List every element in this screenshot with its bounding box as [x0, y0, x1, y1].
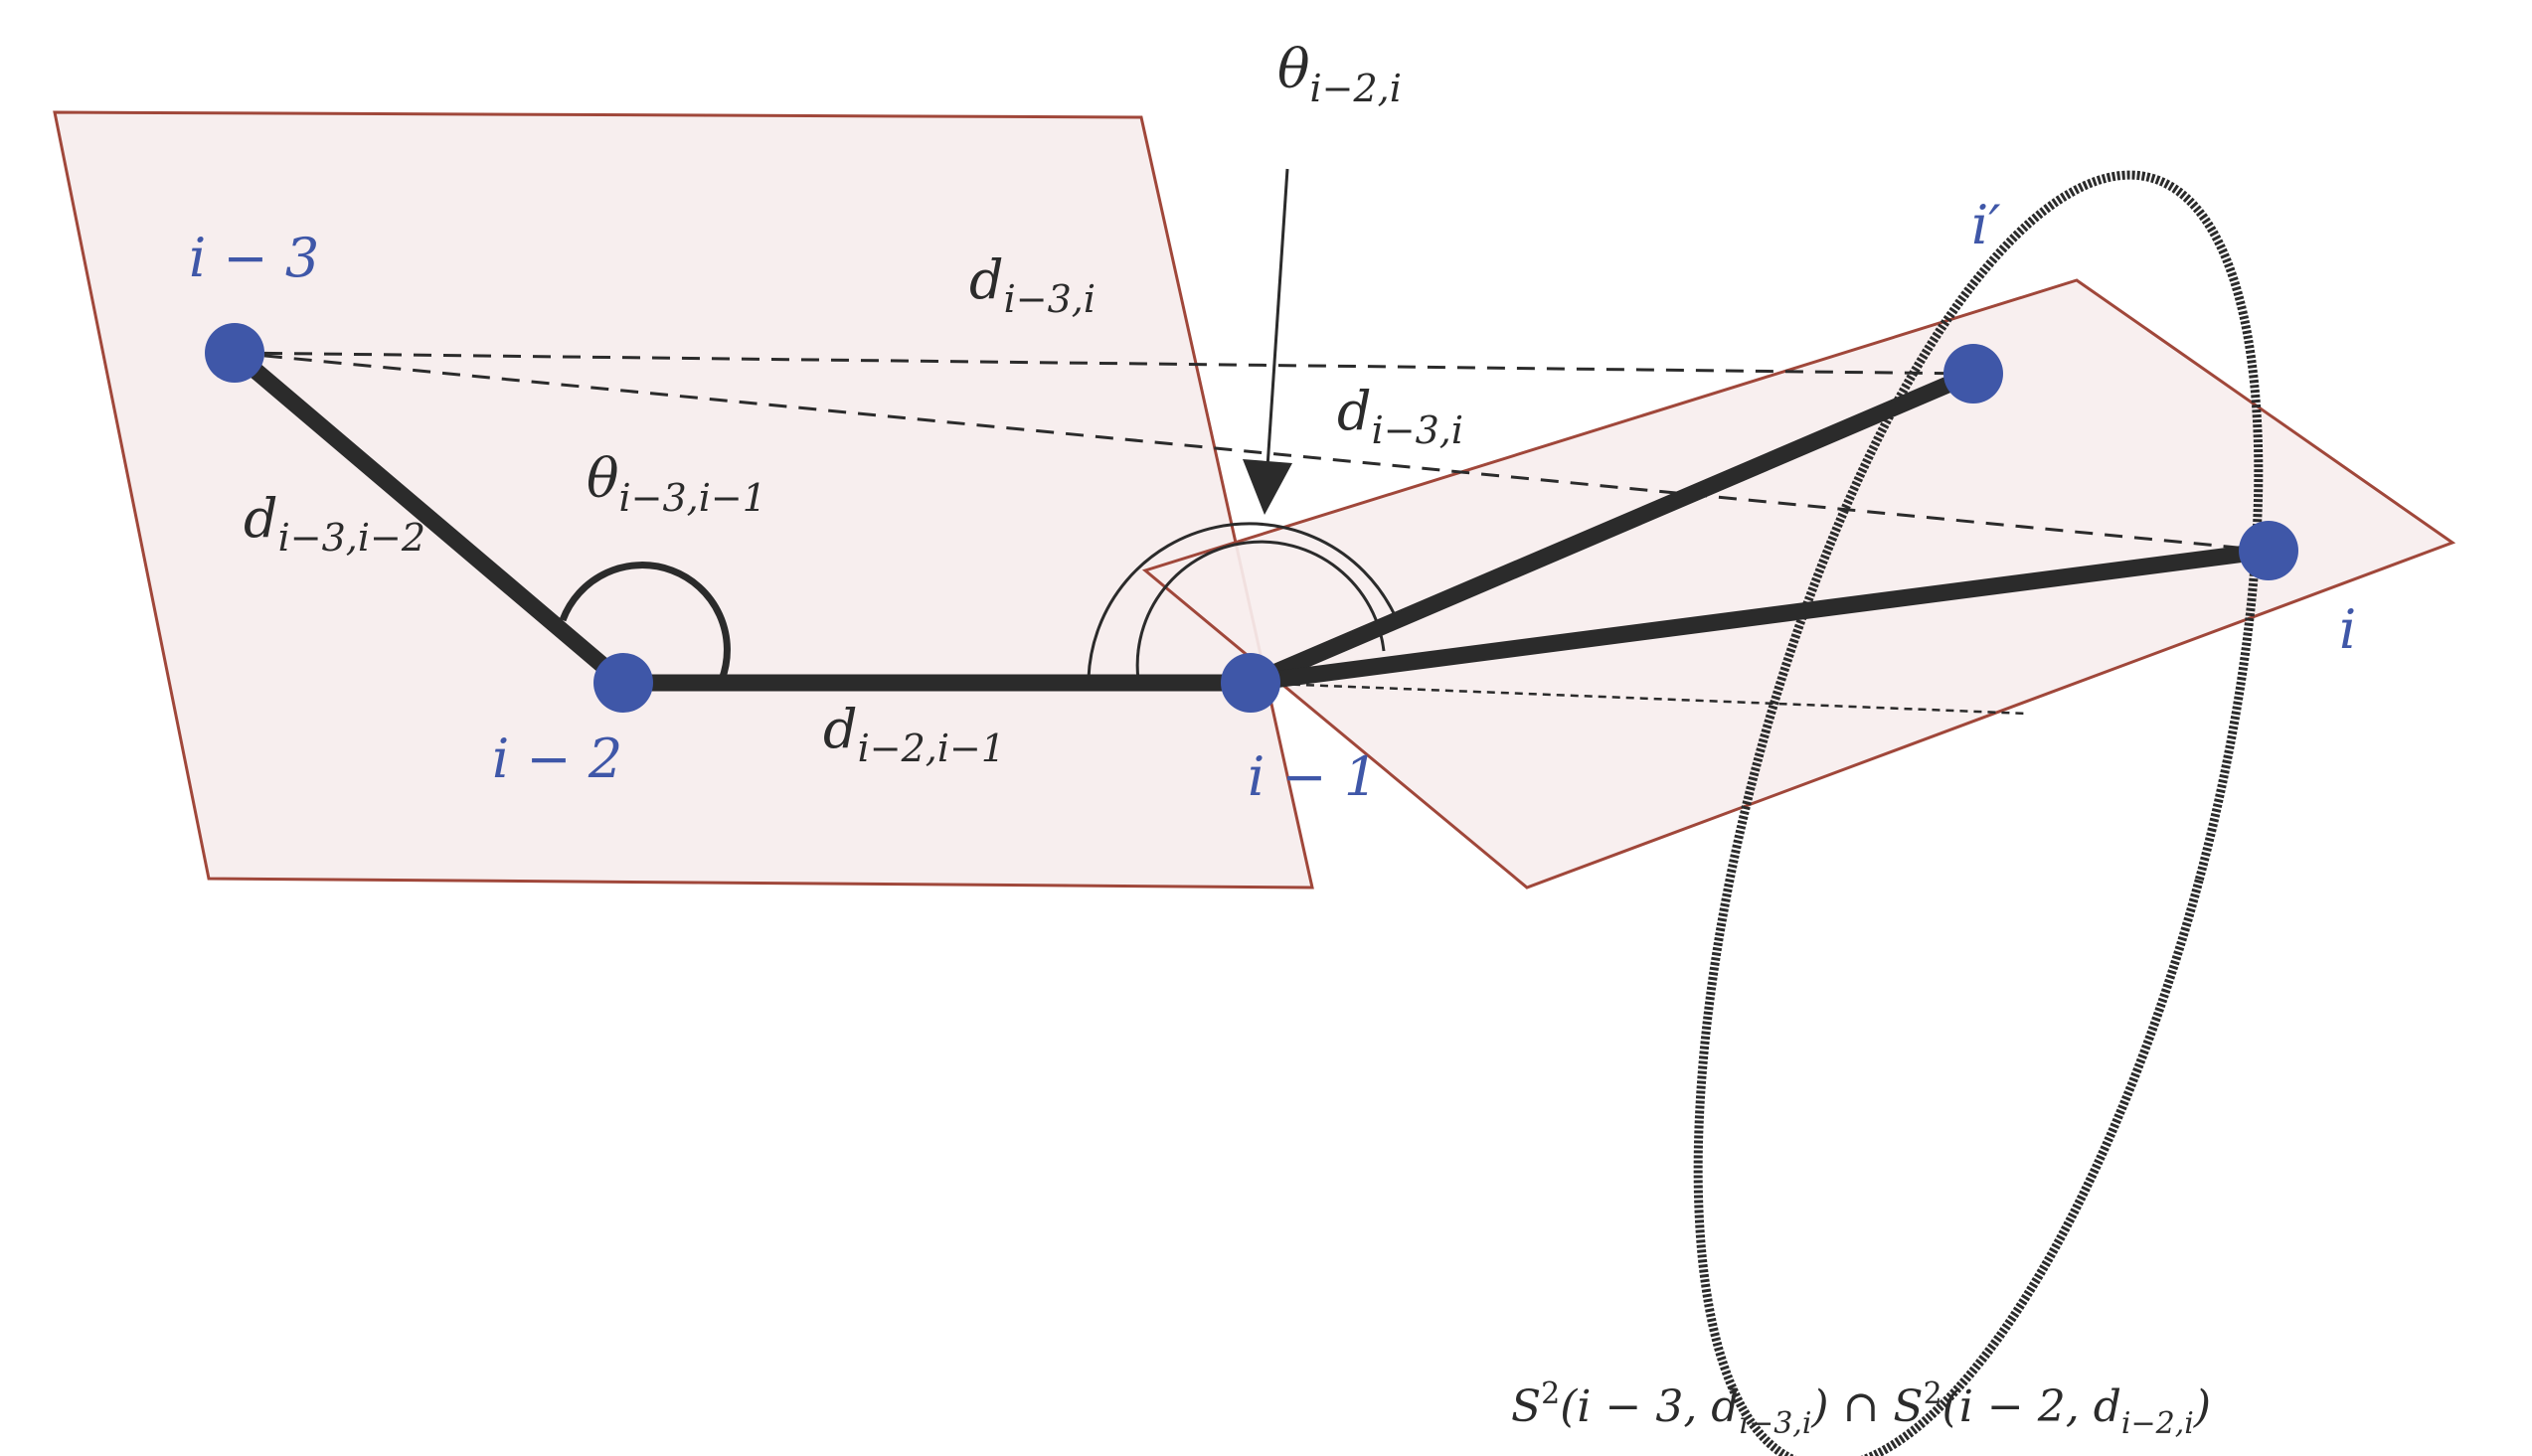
node-i-minus-1 [1221, 653, 1280, 713]
theta-arrow-head [1243, 459, 1292, 515]
angle-arc-theta-i3-i1 [559, 562, 731, 682]
theta-arrow-shaft [1266, 168, 1289, 468]
node-i-prime [1943, 344, 2003, 404]
label-i-minus-3: i − 3 [189, 227, 319, 289]
bond-i1-i [1249, 542, 2271, 692]
intersection-circle [1693, 170, 2264, 1456]
label-d-i3-i-mid: di−3,i [1337, 380, 1463, 452]
label-i-prime: i′ [1971, 194, 2001, 256]
node-i [2239, 521, 2298, 580]
label-i-minus-1: i − 1 [1248, 745, 1378, 808]
label-i: i [2339, 598, 2356, 661]
bond-i1-iprime [1247, 366, 1977, 691]
label-theta-i2-i: θi−2,i [1277, 38, 1402, 110]
label-theta-i3-i1: θi−3,i−1 [587, 447, 766, 520]
bond-i3-i2 [229, 346, 629, 690]
label-sphere-intersection: S2(i − 3, di−3,i) ∩ S2(i − 2, di−2,i) [1511, 1376, 2211, 1441]
right-plane [1141, 278, 2456, 890]
label-d-i2-i1: di−2,i−1 [823, 698, 1005, 770]
label-i-minus-2: i − 2 [492, 728, 622, 790]
left-plane [53, 110, 1314, 890]
node-i-minus-2 [593, 653, 653, 713]
node-i-minus-3 [205, 323, 264, 383]
dotted-extension-line [1250, 681, 2029, 716]
dashed-line-i3-to-i [234, 351, 2270, 553]
label-d-i3-i-top: di−3,i [969, 248, 1096, 321]
dashed-line-i3-to-iprime [234, 351, 1974, 376]
label-d-i3-i2: di−3,i−2 [244, 487, 425, 560]
angle-arc-outer [1087, 522, 1396, 679]
angle-arc-inner [1135, 540, 1386, 681]
